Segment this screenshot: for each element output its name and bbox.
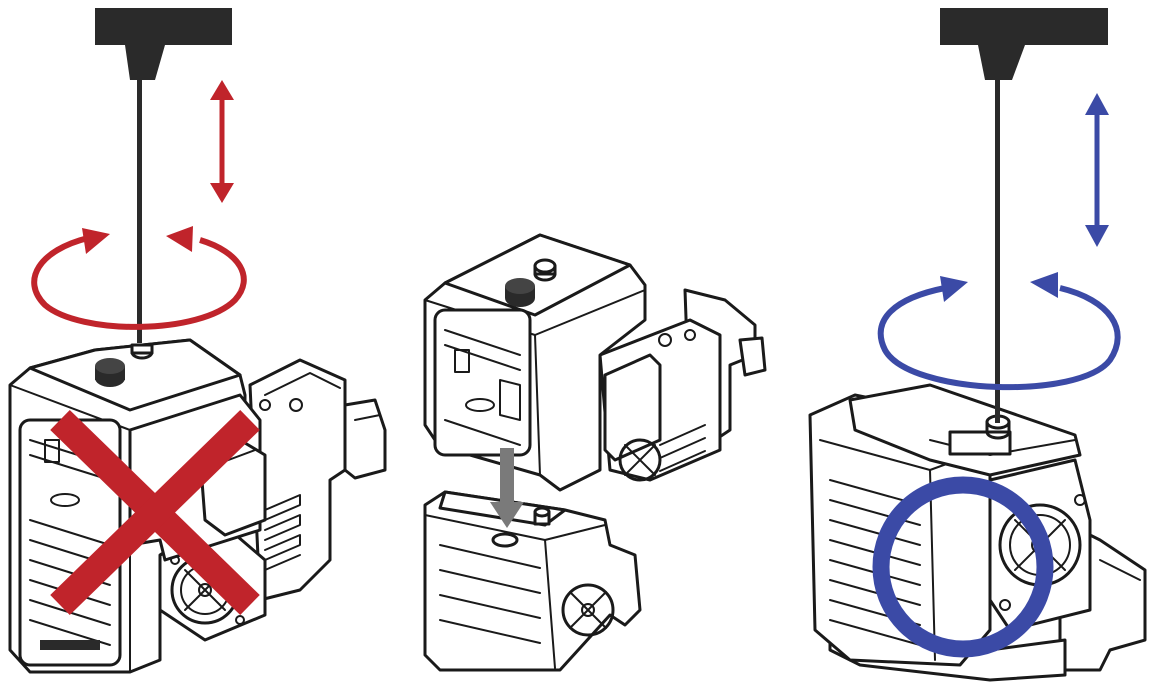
panel-wrong	[10, 8, 385, 672]
double-arrow-blue	[1085, 93, 1109, 247]
panel-correct	[810, 8, 1145, 680]
lower-module	[425, 492, 640, 670]
upper-module	[425, 235, 765, 490]
printhead-right	[810, 385, 1145, 680]
printhead-left	[10, 340, 385, 672]
double-arrow-red	[210, 80, 234, 203]
panel-insert	[425, 235, 765, 670]
hex-key-right	[940, 8, 1108, 423]
hex-key-left	[95, 8, 232, 343]
